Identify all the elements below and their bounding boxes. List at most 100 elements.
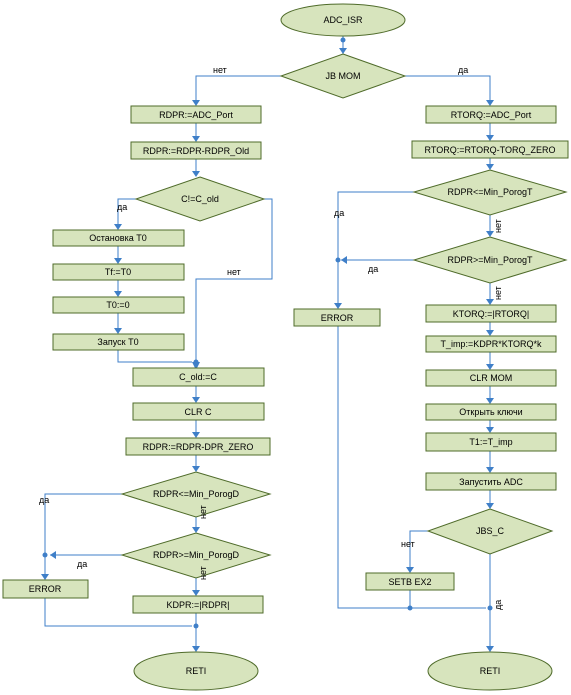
decision-rdpr-le-min-d-label: RDPR<=Min_PorogD [153,489,240,499]
edge-label-no: нет [213,65,227,75]
arrowhead [339,48,347,54]
box-tf-t0: Tf:=T0 [52,263,185,281]
arrowhead [192,527,200,533]
box-rdpr-old: RDPR:=RDPR-RDPR_Old [130,141,262,160]
edge-label-no: нет [401,539,415,549]
box-t-imp-label: T_imp:=KDPR*KTORQ*k [440,339,542,349]
box-error-right-label: ERROR [321,313,354,323]
connector-jbmom-left [195,75,281,105]
box-clr-c-label: CLR C [184,407,212,417]
connector-cold-yes [117,198,136,229]
connectors [44,36,491,651]
box-rdpr-adc-label: RDPR:=ADC_Port [159,110,233,120]
box-start-t0-label: Запуск T0 [97,337,138,347]
arrowhead [192,432,200,438]
arrowhead [50,551,56,559]
box-start-adc-label: Запустить ADC [459,477,523,487]
connector-l6 [117,350,192,363]
connector-cold-no [195,198,273,367]
edge-label-yes: да [334,208,344,218]
decision-jbs-c: JBS_C [426,508,554,555]
box-ktorq-label: KTORQ:=|RTORQ| [453,309,529,319]
terminal-end-right-label: RETI [480,666,501,676]
arrowhead [41,574,49,580]
arrowhead [486,135,494,141]
edge-label-no: нет [493,286,503,300]
arrowhead [192,646,200,652]
box-rdpr-adc: RDPR:=ADC_Port [130,105,262,124]
junction-dot [193,359,199,365]
box-rtorq-adc-label: RTORQ:=ADC_Port [451,110,532,120]
connector-jbmom-right [405,75,491,105]
edge-label-yes: да [493,600,503,610]
box-t0-zero: T0:=0 [52,296,185,314]
terminal-start-label: ADC_ISR [323,15,363,25]
edge-label-no: нет [227,267,241,277]
connector-r-error-down [337,326,486,609]
box-clr-c: CLR C [132,402,265,421]
arrowhead [486,364,494,370]
terminal-end-left-label: RETI [186,666,207,676]
box-rtorq-zero-label: RTORQ:=RTORQ-TORQ_ZERO [425,145,556,155]
decision-rdpr-ge-min-d: RDPR>=Min_PorogD [120,532,272,579]
arrowhead [486,467,494,473]
junction-dot [193,623,199,629]
decision-c-ne-c-old: C!=C_old [134,176,266,222]
terminal-end-left: RETI [133,651,259,691]
box-start-t0: Запуск T0 [52,333,185,351]
arrowhead [486,231,494,237]
edge-label-no: нет [198,566,208,580]
decision-c-ne-c-old-label: C!=C_old [181,194,219,204]
box-setb-ex2: SETB EX2 [365,572,455,591]
decision-rdpr-le-min-t-label: RDPR<=Min_PorogT [447,187,533,197]
box-t1-imp: T1:=T_imp [425,432,557,452]
box-rtorq-adc: RTORQ:=ADC_Port [425,105,557,124]
arrowhead [192,100,200,106]
box-t1-imp-label: T1:=T_imp [469,437,512,447]
decision-rdpr-ge-min-d-label: RDPR>=Min_PorogD [153,550,240,560]
connector-jbs-no [409,530,428,572]
arrowheads [41,48,494,652]
arrowhead [486,330,494,336]
box-setb-ex2-label: SETB EX2 [388,577,431,587]
junction-dot [407,605,413,611]
junction-dot [340,37,346,43]
connector-r-le-yes [337,191,414,308]
edge-labels: нет да да нет да нет да нет да нет да не… [39,65,503,610]
box-tf-t0-label: Tf:=T0 [105,267,131,277]
box-kdpr-label: KDPR:=|RDPR| [167,600,230,610]
box-rdpr-old-label: RDPR:=RDPR-RDPR_Old [143,146,249,156]
box-open-keys-label: Открыть ключи [459,407,522,417]
terminal-end-right: RETI [427,651,553,691]
edge-label-yes: да [368,264,378,274]
box-c-old-c: C_old:=C [132,367,265,387]
arrowhead [486,100,494,106]
edge-label-yes: да [39,495,49,505]
arrowhead [486,398,494,404]
box-clr-mom: CLR MOM [425,369,557,387]
box-error-left: ERROR [2,579,89,599]
arrowhead [486,299,494,305]
box-c-old-c-label: C_old:=C [179,372,217,382]
edge-label-yes: да [458,65,468,75]
terminal-start: ADC_ISR [280,3,406,37]
arrowhead [192,362,200,370]
arrowhead [192,397,200,403]
box-stop-t0: Остановка T0 [52,229,185,247]
junctions [42,37,493,629]
junction-dot [42,552,48,558]
box-kdpr: KDPR:=|RDPR| [132,595,264,614]
arrowhead [406,567,414,573]
junction-dot [487,605,493,611]
arrowhead [486,646,494,652]
box-t-imp: T_imp:=KDPR*KTORQ*k [425,335,557,353]
box-error-left-label: ERROR [29,584,62,594]
decision-jbs-c-label: JBS_C [476,526,505,536]
decision-rdpr-ge-min-t-label: RDPR>=Min_PorogT [447,255,533,265]
decision-rdpr-le-min-d: RDPR<=Min_PorogD [120,471,272,518]
decision-rdpr-le-min-t: RDPR<=Min_PorogT [412,169,568,216]
arrowhead [114,328,122,334]
connector-error-left-down [44,598,192,627]
box-start-adc: Запустить ADC [425,472,557,491]
